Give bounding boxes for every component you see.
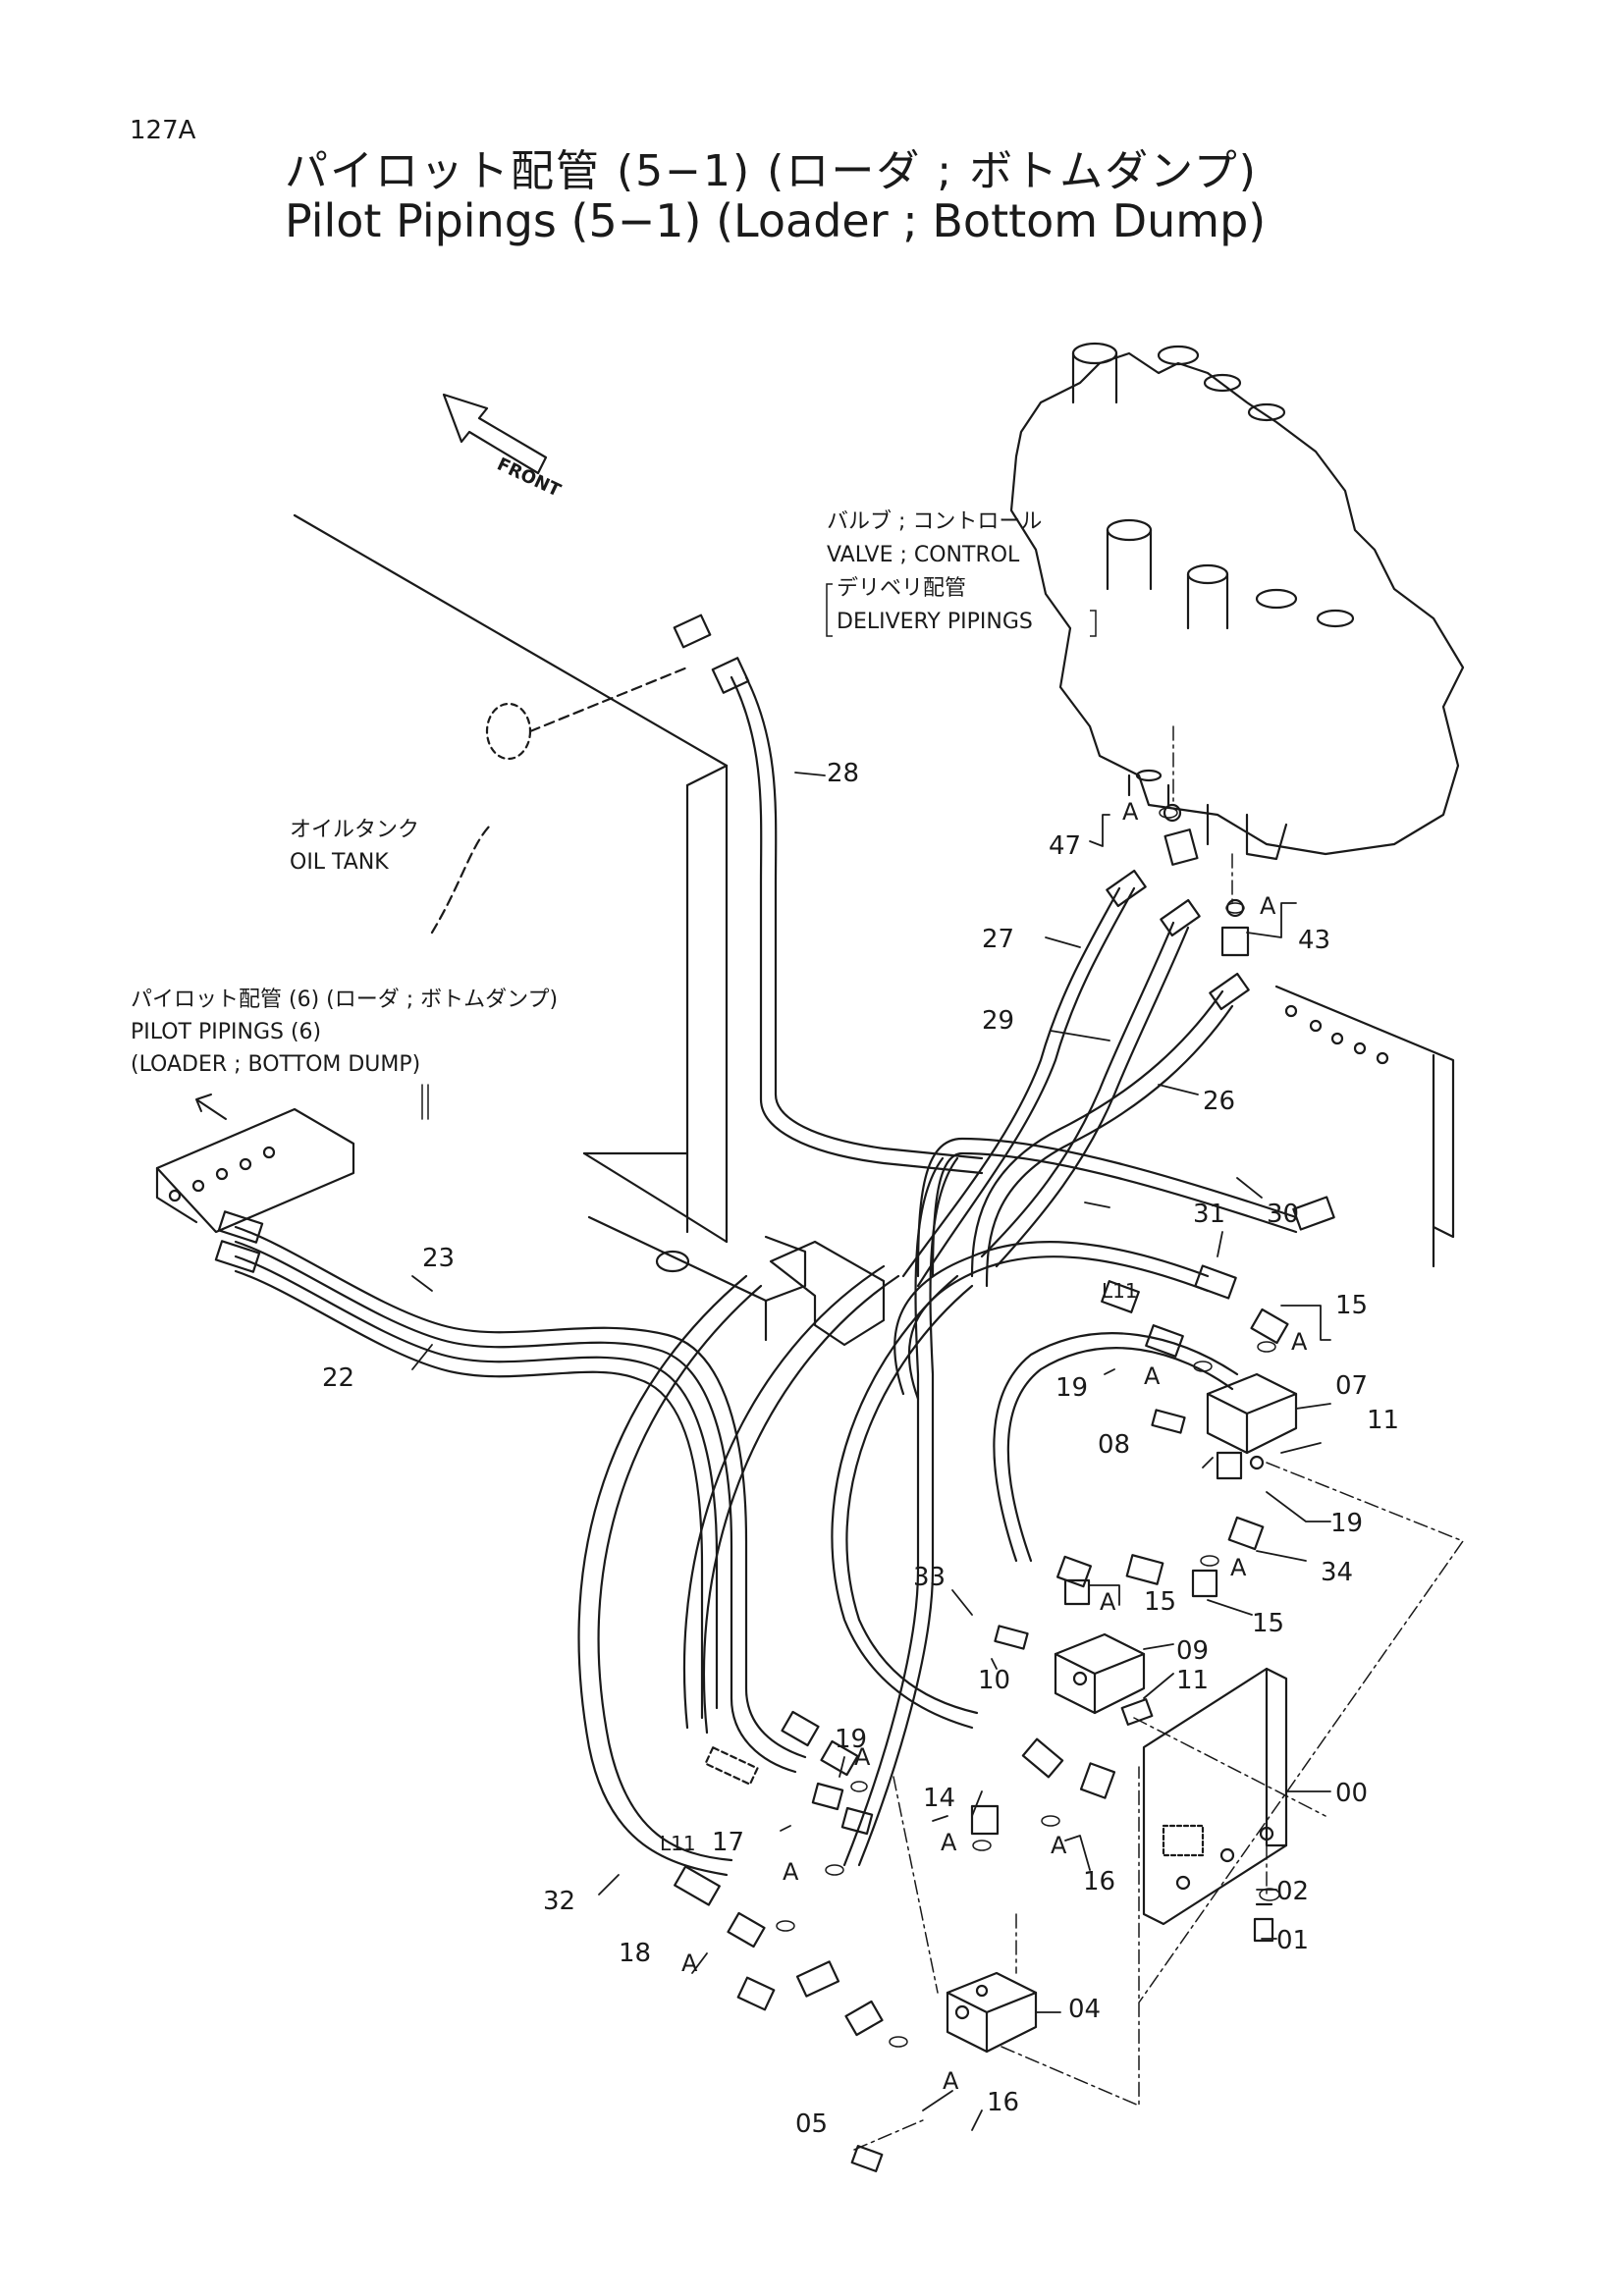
title-japanese: パイロット配管 (5−1) (ローダ ; ボトムダンプ) — [285, 146, 1258, 196]
delivery-label-jp: デリベリ配管 — [837, 576, 966, 601]
block-09 — [994, 1625, 1154, 1727]
ref-a-15b: A — [1100, 1588, 1116, 1616]
callout-19b: 19 — [1330, 1509, 1363, 1538]
callout-22: 22 — [322, 1363, 354, 1393]
delivery-bracket-right — [1090, 610, 1097, 637]
callout-19a: 19 — [1055, 1373, 1088, 1403]
oil-tank-label-en: OIL TANK — [290, 850, 389, 875]
title-english: Pilot Pipings (5−1) (Loader ; Bottom Dum… — [285, 194, 1267, 247]
callout-05: 05 — [795, 2109, 828, 2139]
callout-29: 29 — [982, 1006, 1014, 1036]
ref-a-47: A — [1122, 798, 1139, 826]
hose-31 — [893, 1241, 1237, 1401]
callout-09: 09 — [1176, 1636, 1209, 1666]
ref-a-19c: A — [854, 1743, 871, 1771]
callout-l11-upper: L11 — [1102, 1279, 1138, 1303]
ref-a-43: A — [1260, 892, 1276, 920]
callout-19c: 19 — [835, 1725, 867, 1754]
callout-26: 26 — [1203, 1087, 1235, 1116]
callout-16a: 16 — [1083, 1867, 1115, 1896]
callout-15c: 15 — [1252, 1609, 1284, 1638]
block-04 — [946, 1971, 1038, 2054]
hose-30 — [916, 1137, 1335, 1278]
valve-label-en: VALVE ; CONTROL — [827, 543, 1020, 567]
pilot6-label-jp: パイロット配管 (6) (ローダ ; ボトムダンプ) — [131, 988, 558, 1012]
right-plate-drawing — [1274, 985, 1455, 1268]
callout-07: 07 — [1335, 1371, 1368, 1401]
callout-15a: 15 — [1335, 1291, 1368, 1320]
callout-08: 08 — [1098, 1430, 1130, 1460]
callout-43: 43 — [1298, 926, 1330, 955]
callout-15b: 15 — [1144, 1587, 1176, 1617]
phantom-lines — [853, 725, 1464, 2151]
callout-02: 02 — [1276, 1877, 1309, 1906]
ref-a-18: A — [681, 1949, 698, 1977]
ref-a-17: A — [783, 1858, 799, 1886]
leader-lines — [411, 772, 1331, 2131]
callout-31: 31 — [1193, 1200, 1225, 1229]
ref-a-16b: A — [943, 2067, 959, 2095]
left-pointer-arrow-icon — [195, 823, 493, 1120]
center-bracket-drawing — [769, 1240, 886, 1347]
hose-34 — [993, 1332, 1239, 1563]
oil-tank-label-jp: オイルタンク — [290, 818, 419, 842]
hoses-26-27-29 — [901, 869, 1250, 1288]
callout-28: 28 — [827, 759, 859, 788]
ref-o-rings — [776, 807, 1280, 2048]
mounting-plate-drawing — [1142, 1667, 1288, 1926]
pilot6-label-en-sub: (LOADER ; BOTTOM DUMP) — [131, 1052, 420, 1077]
ref-a-14: A — [941, 1829, 957, 1856]
callout-04: 04 — [1068, 1995, 1101, 2024]
hose-loops-32-33 — [577, 1156, 979, 1877]
ref-a-16: A — [1051, 1832, 1067, 1859]
callout-47: 47 — [1049, 831, 1081, 861]
front-arrow-icon — [442, 393, 548, 475]
callout-10: 10 — [978, 1666, 1010, 1695]
block-07 — [1151, 1372, 1298, 1470]
delivery-bracket-left — [826, 583, 833, 637]
callout-27: 27 — [982, 925, 1014, 954]
callout-16b: 16 — [987, 2088, 1019, 2117]
callout-l11-lower: L11 — [660, 1832, 696, 1855]
callout-34: 34 — [1321, 1558, 1353, 1587]
front-label: FRONT — [494, 454, 565, 501]
oil-tank-drawing — [293, 513, 807, 1342]
valve-label-jp: バルブ ; コントロール — [827, 509, 1042, 534]
ref-a-34: A — [1230, 1554, 1247, 1581]
callout-11a: 11 — [1367, 1406, 1399, 1435]
callout-14: 14 — [923, 1784, 955, 1813]
left-bracket-drawing — [155, 1107, 355, 1234]
callout-00: 00 — [1335, 1779, 1368, 1808]
callout-01: 01 — [1276, 1926, 1309, 1955]
callout-18: 18 — [619, 1939, 651, 1968]
page-number: 127A — [130, 116, 196, 145]
callout-33: 33 — [913, 1563, 946, 1592]
delivery-label-en: DELIVERY PIPINGS — [837, 610, 1033, 634]
fittings-group — [674, 803, 1289, 2173]
callout-30: 30 — [1267, 1200, 1299, 1229]
ref-a-19: A — [1144, 1362, 1161, 1390]
hoses-22-23 — [214, 1210, 807, 1774]
callout-23: 23 — [422, 1244, 455, 1273]
control-valve-drawing — [1009, 342, 1465, 861]
callout-17: 17 — [712, 1828, 744, 1857]
callout-11b: 11 — [1176, 1666, 1209, 1695]
hose-28 — [673, 614, 984, 1175]
pilot6-label-en: PILOT PIPINGS (6) — [131, 1020, 321, 1044]
ref-a-15: A — [1291, 1328, 1308, 1356]
callout-32: 32 — [543, 1887, 575, 1916]
